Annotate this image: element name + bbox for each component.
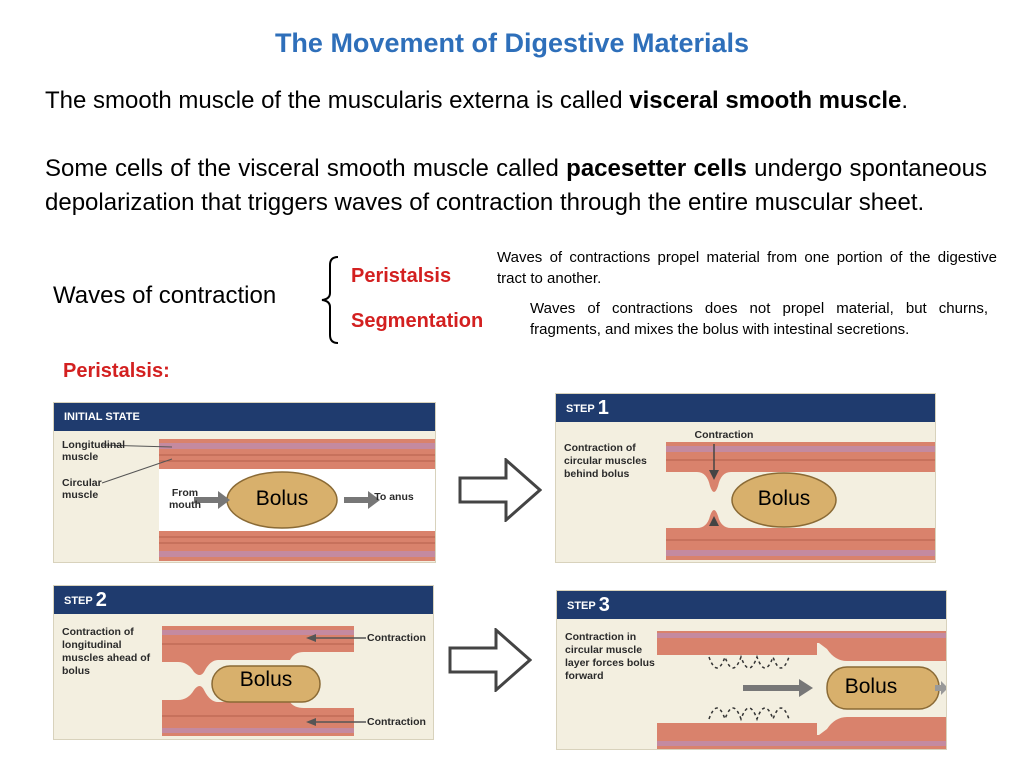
step-1-contraction-label: Contraction — [694, 429, 754, 441]
peristalsis-term: Peristalsis — [351, 265, 452, 287]
peristalsis-heading: Peristalsis: — [63, 360, 170, 382]
longitudinal-muscle-label: Longitudinal muscle — [62, 439, 125, 463]
step-3-label: STEP — [567, 600, 596, 612]
step-3-description: Contraction in circular muscle layer for… — [565, 631, 655, 682]
circular-muscle-label: Circular muscle — [62, 477, 102, 501]
segmentation-note: Waves of contractions does not propel ma… — [530, 300, 988, 338]
page-title: The Movement of Digestive Materials — [274, 28, 750, 58]
right-arrow-icon — [448, 628, 532, 692]
right-arrow-icon — [458, 458, 542, 522]
intro-p1-end: . — [901, 87, 909, 114]
step-1-description: Contraction of circular muscles behind b… — [564, 442, 647, 480]
step-2-contraction-bottom: Contraction — [367, 716, 426, 728]
bolus-label-step-2: Bolus — [239, 668, 293, 691]
intro-p2-bold: pacesetter cells — [566, 155, 747, 182]
intestine-diagram-step-2 — [162, 626, 366, 736]
bracket-icon — [321, 256, 339, 344]
step-2-contraction-top: Contraction — [367, 632, 426, 644]
step-2-label: STEP — [64, 595, 93, 607]
intro-paragraph-2: Some cells of the visceral smooth muscle… — [45, 152, 987, 220]
bolus-label-step-3: Bolus — [844, 675, 898, 698]
segmentation-term: Segmentation — [351, 310, 484, 332]
intro-paragraph-1: The smooth muscle of the muscularis exte… — [45, 84, 987, 118]
step-2-description: Contraction of longitudinal muscles ahea… — [62, 626, 151, 677]
step-2-number: 2 — [95, 589, 107, 611]
intestine-diagram-step-1 — [666, 442, 935, 560]
intro-p1-bold: visceral smooth muscle — [629, 87, 902, 114]
from-mouth-label: From mouth — [168, 487, 202, 511]
to-anus-label: To anus — [374, 491, 414, 503]
intestine-diagram-step-3 — [657, 631, 946, 749]
peristalsis-note: Waves of contractions propel material fr… — [497, 249, 997, 287]
waves-of-contraction-label: Waves of contraction — [53, 282, 277, 309]
step-3-number: 3 — [598, 594, 610, 616]
bolus-label-step-1: Bolus — [757, 487, 811, 510]
intestine-diagram-initial — [101, 439, 435, 561]
intro-p2-end: undergo spontaneous depolarization that … — [45, 155, 987, 216]
step-1-number: 1 — [597, 397, 609, 419]
intro-p1-text: The smooth muscle of the muscularis exte… — [45, 87, 630, 114]
panel-initial-state: INITIAL STATE Longitudinal muscle Circul… — [53, 402, 436, 563]
bolus-label-initial: Bolus — [255, 487, 309, 510]
intro-p2-text: Some cells of the visceral smooth muscle… — [45, 155, 567, 182]
step-1-label: STEP — [566, 403, 595, 415]
panel-initial-header: INITIAL STATE — [54, 403, 435, 431]
